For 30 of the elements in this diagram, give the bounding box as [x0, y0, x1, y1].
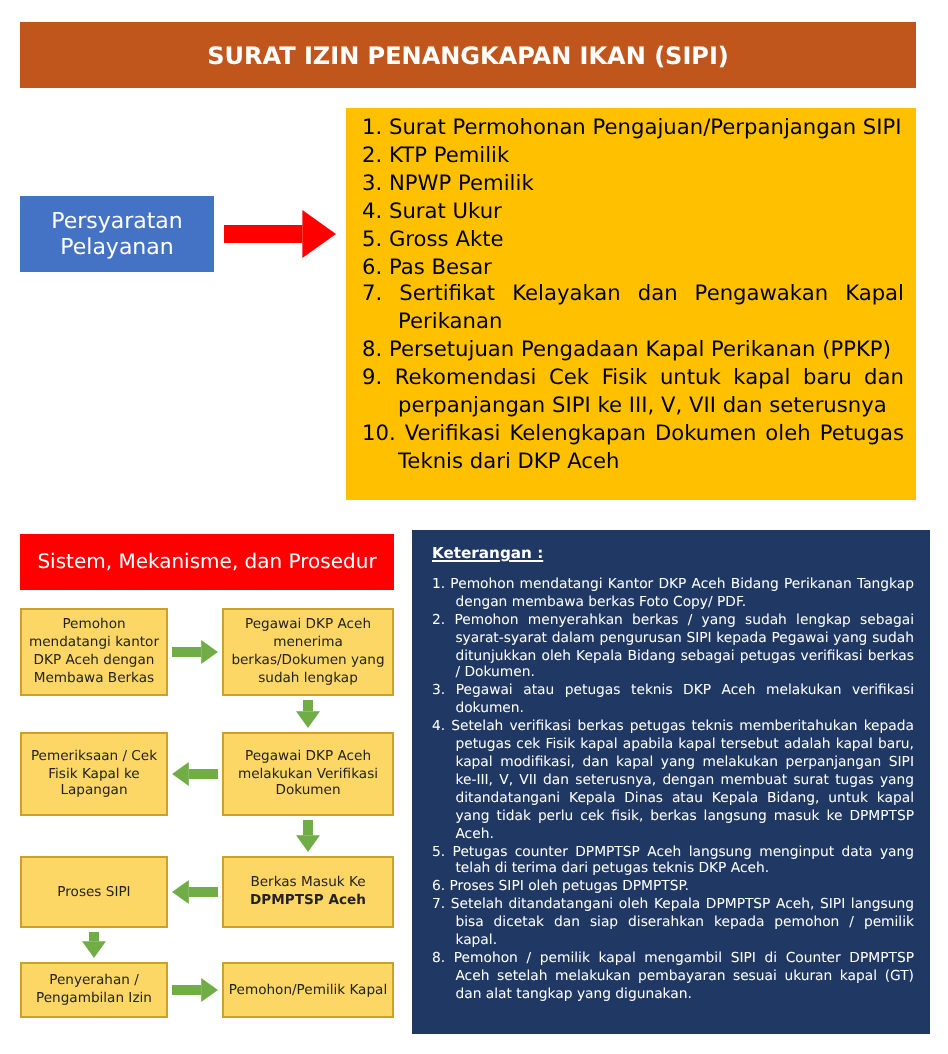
list-item: 5. Gross Akte	[362, 227, 506, 256]
list-item: 7. Sertifikat Kelayakan dan Pengawakan Kapal Perikanan	[362, 282, 904, 339]
process-box	[222, 732, 394, 816]
arrow	[172, 643, 218, 661]
box-label: Persyaratan Pelayanan	[49, 208, 185, 260]
list-item: 8. Persetujuan Pengadaan Kapal Perikanan (PPKP)	[362, 338, 893, 367]
process-box	[222, 856, 394, 928]
list-item: 2. KTP Pemilik	[362, 143, 512, 172]
arrow	[299, 820, 317, 852]
title-banner: SURAT IZIN PENANGKAPAN IKAN (SIPI)	[20, 22, 916, 88]
list-item: 1. Surat Permohonan Pengajuan/Perpanjangan SIPI	[362, 116, 904, 144]
list-item: 10. Verifikasi Kelengkapan Dokumen oleh Petugas Teknis dari DKP Aceh	[362, 421, 904, 478]
arrow	[172, 765, 218, 783]
arrow	[172, 883, 218, 901]
process-box	[20, 962, 168, 1018]
process-box	[222, 962, 394, 1018]
box-label: Sistem, Mekanisme, dan Prosedur	[37, 551, 377, 573]
list-item: 4. Surat Ukur	[362, 199, 504, 228]
arrow	[299, 700, 317, 728]
list-item: 6. Pas Besar	[362, 255, 494, 283]
section-header	[20, 534, 394, 590]
process-box	[20, 732, 168, 816]
arrow	[172, 981, 218, 999]
process-box	[20, 856, 168, 928]
requirement-box	[20, 196, 214, 272]
notes-panel	[412, 530, 930, 1034]
list-item: 3. NPWP Pemilik	[362, 171, 536, 200]
arrow	[85, 932, 103, 958]
requirements-list-panel	[346, 108, 916, 500]
list-item: 9. Rekomendasi Cek Fisik untuk kapal baru dan perpanjangan SIPI ke III, V, VII dan seterusnya	[362, 366, 904, 422]
